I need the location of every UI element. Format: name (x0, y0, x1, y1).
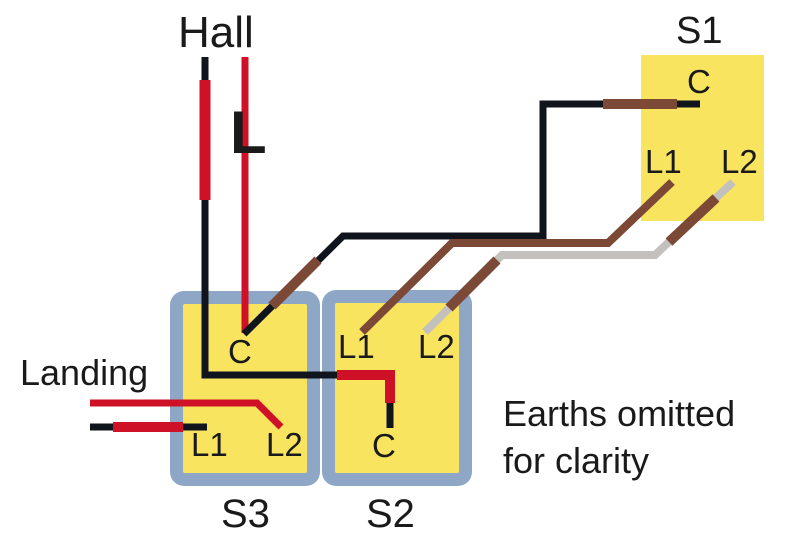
switch-s2-label: S2 (366, 492, 415, 533)
wire-s1l2-brown-sleeve (665, 194, 720, 246)
wire-landing-red (90, 399, 284, 430)
s3-terminal-l1: L1 (191, 426, 228, 463)
earths-note-line2: for clarity (503, 440, 650, 481)
s3-terminal-l2: L2 (266, 426, 303, 463)
s1-terminal-c: C (687, 63, 711, 100)
wire-s2l2-brown-sleeve (445, 256, 501, 312)
s1-terminal-l1: L1 (645, 143, 682, 180)
switch-s3-label: S3 (221, 492, 270, 533)
s2-terminal-l1: L1 (338, 328, 375, 365)
wire-s2c-red-sleeve (337, 370, 395, 403)
switch-box-s2-plate (335, 303, 459, 473)
switch-box-s2 (322, 290, 472, 486)
s2-terminal-c: C (372, 427, 396, 464)
hall-label: Hall (178, 8, 254, 57)
wire-s1l2-to-s2l2 (422, 179, 736, 335)
s1-terminal-l2: L2 (721, 143, 758, 180)
earths-note: Earths omitted for clarity (503, 390, 735, 484)
landing-label: Landing (20, 352, 149, 393)
s2-terminal-l2: L2 (418, 328, 455, 365)
switch-s1-label: S1 (676, 10, 723, 52)
live-marker-label: L (230, 99, 267, 166)
s3-terminal-c: C (228, 333, 252, 370)
wire-s1l1-to-s2l1 (359, 179, 675, 335)
earths-note-line1: Earths omitted (503, 393, 736, 434)
wire-s3c-brown-sleeve (268, 256, 322, 310)
